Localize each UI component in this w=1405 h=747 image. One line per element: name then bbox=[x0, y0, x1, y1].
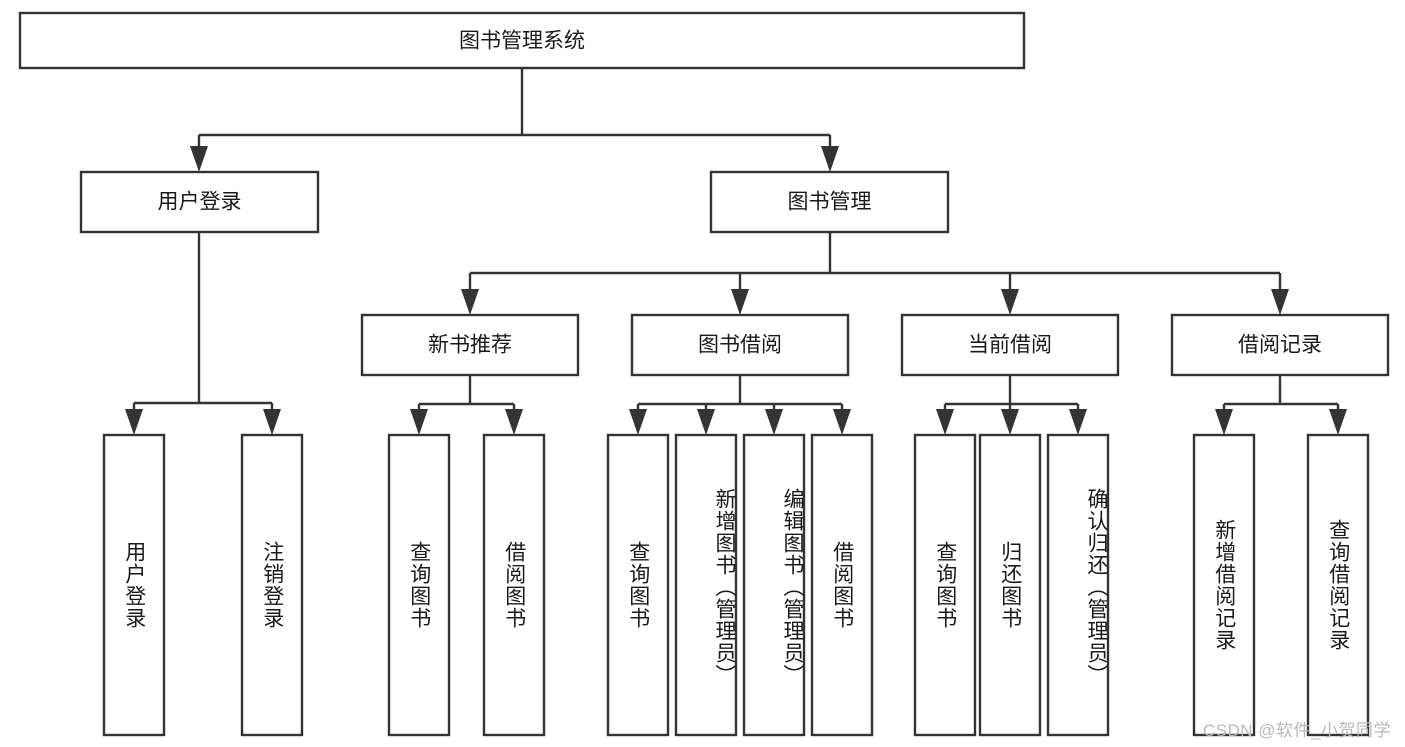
node-user-login[interactable] bbox=[79, 170, 320, 234]
node-current-borrow-label: 当前借阅 bbox=[968, 334, 1052, 357]
watermark-text: CSDN @软件_小贺同学 bbox=[1202, 721, 1391, 740]
arrow-to-book-manage bbox=[821, 146, 839, 172]
node-new-book-recommend[interactable] bbox=[360, 313, 580, 377]
arrow-to-leaf-query-book-3 bbox=[936, 409, 954, 435]
arrow-to-borrow-record bbox=[1271, 289, 1289, 315]
arrow-to-leaf-confirm-return bbox=[1069, 409, 1087, 435]
node-new-book-recommend-label: 新书推荐 bbox=[428, 334, 512, 357]
arrow-to-leaf-user-login bbox=[125, 409, 143, 435]
node-book-manage[interactable] bbox=[709, 170, 950, 234]
node-root[interactable] bbox=[18, 11, 1026, 70]
arrow-to-leaf-edit-book bbox=[765, 409, 783, 435]
leaf-return-book[interactable] bbox=[978, 433, 1042, 737]
leaf-query-book-3[interactable] bbox=[913, 433, 977, 737]
node-book-manage-label: 图书管理 bbox=[788, 191, 872, 214]
connector-group-root bbox=[197, 68, 832, 152]
node-root-label: 图书管理系统 bbox=[459, 30, 585, 53]
node-borrow-record[interactable] bbox=[1170, 313, 1390, 377]
leaf-query-book-2[interactable] bbox=[606, 433, 670, 737]
leaf-borrow-book-1[interactable] bbox=[482, 433, 546, 737]
connector-group-user-login bbox=[132, 232, 274, 412]
leaf-user-login[interactable] bbox=[102, 433, 166, 737]
arrow-to-leaf-add-record bbox=[1215, 409, 1233, 435]
leaf-add-record[interactable] bbox=[1192, 433, 1256, 737]
leaf-edit-book[interactable] bbox=[742, 433, 806, 737]
arrow-to-leaf-add-book bbox=[697, 409, 715, 435]
arrow-to-leaf-borrow-book-2 bbox=[833, 409, 851, 435]
leaf-query-book-1[interactable] bbox=[387, 433, 451, 737]
connector-group-current-borrow bbox=[943, 375, 1080, 412]
arrow-to-leaf-query-record bbox=[1329, 409, 1347, 435]
arrow-to-leaf-query-book-2 bbox=[629, 409, 647, 435]
node-borrow-record-label: 借阅记录 bbox=[1238, 334, 1322, 357]
connector-group-borrow-record bbox=[1222, 375, 1340, 412]
node-current-borrow[interactable] bbox=[900, 313, 1120, 377]
connector-group-book-manage bbox=[468, 232, 1282, 292]
node-user-login-label: 用户登录 bbox=[158, 191, 242, 214]
leaf-confirm-return[interactable] bbox=[1046, 433, 1110, 737]
node-book-borrow[interactable] bbox=[630, 313, 850, 377]
connector-group-book-borrow bbox=[636, 375, 844, 412]
arrow-to-leaf-borrow-book-1 bbox=[505, 409, 523, 435]
arrow-to-new-book bbox=[461, 289, 479, 315]
leaf-query-record[interactable] bbox=[1306, 433, 1370, 737]
arrow-to-user-login bbox=[190, 146, 208, 172]
node-book-borrow-label: 图书借阅 bbox=[698, 334, 782, 357]
connector-group-new-book bbox=[417, 375, 516, 412]
leaf-borrow-book-2[interactable] bbox=[810, 433, 874, 737]
arrow-to-leaf-return-book bbox=[1001, 409, 1019, 435]
leaf-add-book[interactable] bbox=[674, 433, 738, 737]
leaf-logout[interactable] bbox=[240, 433, 304, 737]
arrow-to-book-borrow bbox=[731, 289, 749, 315]
arrow-to-current-borrow bbox=[1001, 289, 1019, 315]
arrow-to-leaf-logout bbox=[263, 409, 281, 435]
arrow-to-leaf-query-book-1 bbox=[410, 409, 428, 435]
